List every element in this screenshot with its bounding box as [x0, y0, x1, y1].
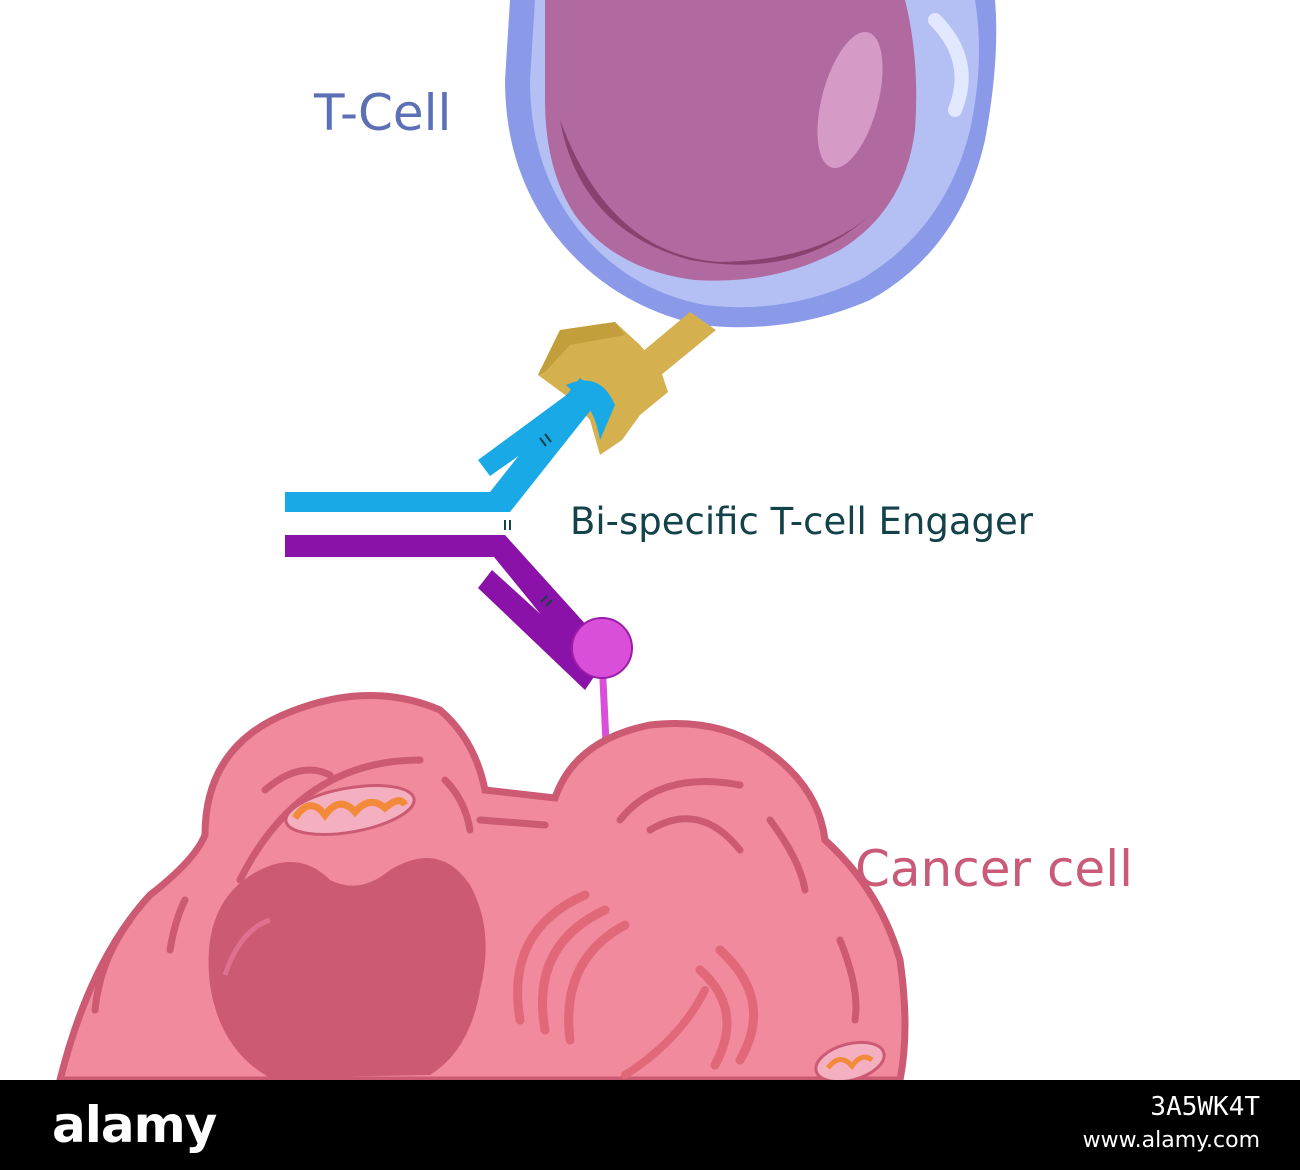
t-cell	[505, 0, 997, 328]
image-id: 3A5WK4T	[1150, 1092, 1260, 1122]
t-cell-label: T-Cell	[314, 84, 452, 142]
illustration	[55, 0, 997, 1084]
antibody-heavy-chain-cyan	[285, 378, 615, 520]
cancer-cell-label: Cancer cell	[855, 840, 1133, 898]
watermark-footer: alamy 3A5WK4T www.alamy.com	[0, 1080, 1300, 1170]
t-cell-nucleus	[545, 0, 917, 281]
site-url: www.alamy.com	[1082, 1128, 1260, 1153]
diagram-canvas: T-Cell Bi-specific T-cell Engager Cancer…	[55, 0, 1133, 1084]
tumor-antigen	[571, 617, 633, 743]
antibody-heavy-chain-purple	[285, 433, 600, 690]
brand-logo: alamy	[52, 1096, 217, 1154]
bite-label: Bi-specific T-cell Engager	[570, 500, 1034, 543]
cancer-cell	[55, 692, 909, 1084]
